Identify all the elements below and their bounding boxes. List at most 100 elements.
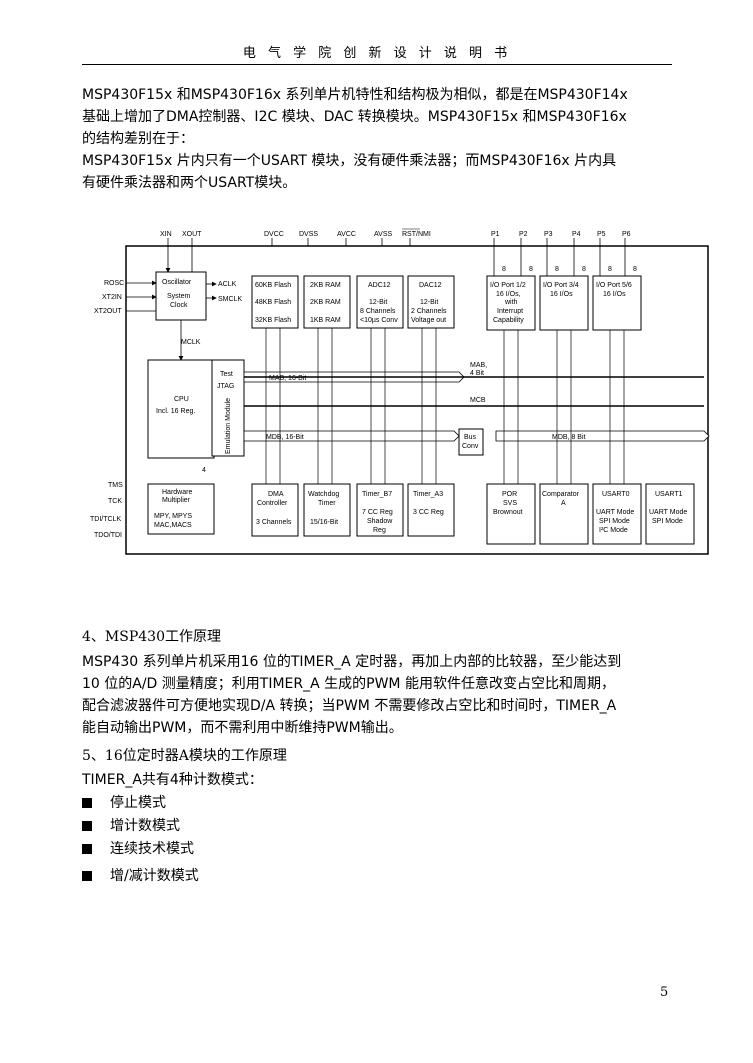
mode-label: 停止模式: [110, 795, 166, 811]
pin-xin: XIN: [160, 231, 172, 238]
bus-width-label: 4: [202, 467, 206, 474]
bullet-square-icon: [82, 844, 92, 854]
usart0-label: SPI Mode: [599, 518, 630, 525]
cpu-label: Incl. 16 Reg.: [156, 408, 195, 415]
usart0-label: UART Mode: [596, 509, 634, 516]
emulation-label: Emulation Module: [225, 398, 232, 454]
hwmul-label: Hardware: [162, 489, 192, 496]
osc-label: System: [167, 293, 191, 300]
osc-label: Oscillator: [162, 279, 192, 286]
port-width-label: 8: [633, 266, 637, 273]
mode-list-item: 增/减计数模式: [82, 865, 199, 885]
pin-p6: P6: [622, 231, 631, 238]
bus-conv-block: [458, 428, 484, 456]
flash-block: [251, 275, 299, 329]
pin-tms: TMS: [108, 482, 123, 489]
hardware-multiplier-block: [147, 483, 215, 535]
comp-label: Comparator: [542, 491, 580, 498]
flash-label: 60KB Flash: [255, 282, 291, 289]
io-label: I/O Port 3/4: [543, 282, 579, 289]
page-number: 5: [660, 985, 669, 1000]
dac12-block: [407, 275, 455, 329]
page-header: 电 气 学 院 创 新 设 计 说 明 书: [242, 46, 512, 61]
mdb8-bus: [495, 430, 710, 442]
io-label: 16 I/Os: [550, 291, 573, 298]
usart1-label: SPI Mode: [652, 518, 683, 525]
bullet-square-icon: [82, 871, 92, 881]
hwmul-label: MPY, MPYS: [154, 513, 192, 520]
por-block: [486, 483, 536, 545]
pin-avcc: AVCC: [337, 231, 356, 238]
usart1-label: UART Mode: [649, 509, 687, 516]
flash-label: 32KB Flash: [255, 317, 291, 324]
msp430-block-diagram: XIN XOUT DVCC DVSS AVCC AVSS RST/NMI P1 …: [90, 228, 710, 555]
header-rule: [82, 64, 672, 65]
chip-outline: [125, 245, 709, 555]
hwmul-label: Multiplier: [162, 497, 191, 504]
io-label: Capability: [493, 317, 524, 324]
test-label: JTAG: [217, 383, 234, 390]
usart0-label: USART0: [602, 491, 630, 498]
adc-label: ADC12: [368, 282, 391, 289]
bus-conv-label: Bus: [464, 434, 477, 441]
adc12-block: [356, 275, 404, 329]
test-label: Test: [220, 371, 233, 378]
ram-label: 1KB RAM: [310, 317, 341, 324]
cpu-block: [147, 359, 215, 459]
dma-label: DMA: [268, 491, 284, 498]
intro-line: MSP430F15x 片内只有一个USART 模块，没有硬件乘法器；而MSP43…: [82, 153, 617, 169]
io-port-12-block: [486, 275, 536, 331]
mab-label: MAB, 16-Bit: [269, 375, 306, 382]
port-width-label: 8: [608, 266, 612, 273]
adc-label: 8 Channels: [360, 308, 396, 315]
pin-tdo-tdi: TDO/TDI: [94, 532, 122, 539]
section4-heading: 4、MSP430工作原理: [82, 629, 221, 645]
mode-label: 连续技术模式: [110, 841, 194, 857]
mode-list-item: 停止模式: [82, 792, 166, 812]
mab4-label: 4 Bit: [470, 370, 484, 377]
ram-label: 2KB RAM: [310, 299, 341, 306]
usart0-label: I²C Mode: [599, 527, 628, 534]
usart0-block: [592, 483, 642, 545]
io-label: 16 I/Os: [603, 291, 626, 298]
flash-label: 48KB Flash: [255, 299, 291, 306]
ram-block: [303, 275, 351, 329]
section4-line: MSP430 系列单片机采用16 位的TIMER_A 定时器，再加上内部的比较器…: [82, 654, 622, 670]
usart1-label: USART1: [655, 491, 683, 498]
section4-line: 配合滤波器件可方便地实现D/A 转换；当PWM 不需要修改占空比和时间时，TIM…: [82, 698, 617, 714]
wdt-label: Timer: [318, 500, 336, 507]
pin-xt2in: XT2IN: [102, 294, 122, 301]
pin-xt2out: XT2OUT: [94, 308, 122, 315]
section5-heading: 5、16位定时器A模块的工作原理: [82, 748, 287, 764]
dac-label: 2 Channels: [411, 308, 447, 315]
dma-label: Controller: [257, 500, 288, 507]
pin-p2: P2: [519, 231, 528, 238]
osc-label: Clock: [170, 302, 188, 309]
section5-intro: TIMER_A共有4种计数模式：: [82, 772, 263, 788]
por-label: POR: [502, 491, 517, 498]
wdt-label: 15/16-Bit: [310, 519, 338, 526]
io-port-34-block: [539, 275, 589, 331]
aclk-label: ACLK: [218, 281, 237, 288]
pin-avss: AVSS: [374, 231, 392, 238]
pin-tdi-tclk: TDI/TCLK: [90, 516, 121, 523]
tb7-label: 7 CC Reg: [362, 509, 393, 516]
ta3-label: Timer_A3: [413, 491, 443, 498]
adc-label: 12-Bit: [369, 299, 387, 306]
mdb8-label: MDB, 8 Bit: [552, 434, 586, 441]
pin-p1: P1: [491, 231, 500, 238]
intro-paragraph: MSP430F15x 和MSP430F16x 系列单片机特性和结构极为相似，都是…: [82, 84, 672, 194]
por-label: SVS: [503, 500, 517, 507]
smclk-label: SMCLK: [218, 296, 242, 303]
pin-dvcc: DVCC: [264, 231, 284, 238]
pin-xout: XOUT: [182, 231, 202, 238]
dac-label: Voltage out: [411, 317, 446, 324]
mclk-label: MCLK: [181, 339, 201, 346]
io-port-56-block: [592, 275, 642, 331]
pin-dvss: DVSS: [299, 231, 318, 238]
comp-label: A: [561, 500, 566, 507]
port-width-labels: 8 8 8 8 8 8: [502, 266, 637, 273]
pin-rst-nmi: RST/NMI: [402, 231, 431, 238]
comparator-block: [539, 483, 589, 545]
port-width-label: 8: [502, 266, 506, 273]
